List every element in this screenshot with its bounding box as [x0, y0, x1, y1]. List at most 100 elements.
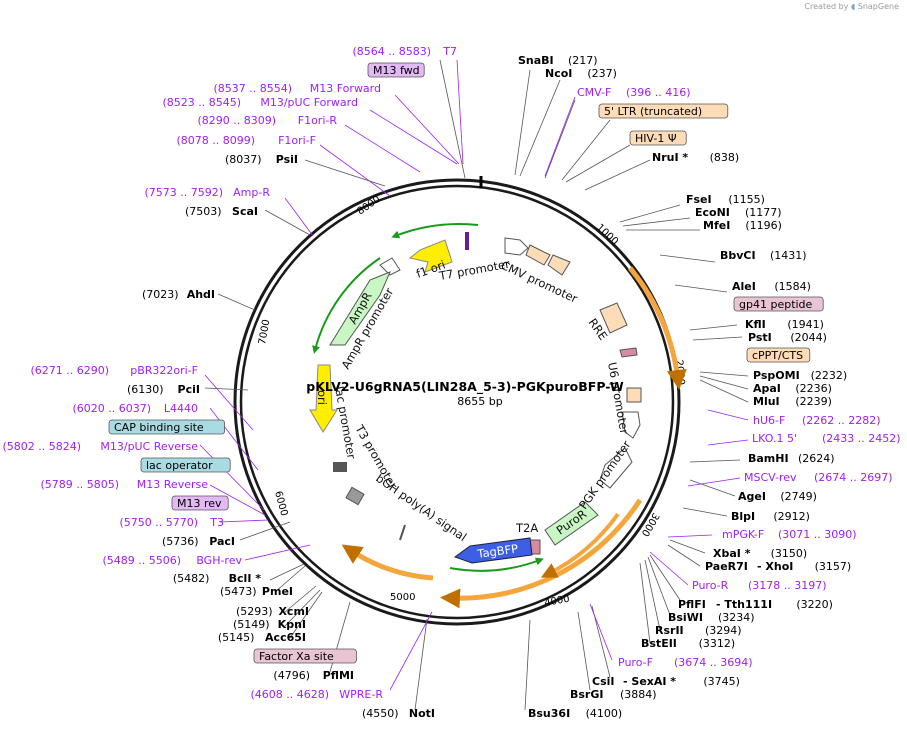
enzyme-site: BamHI(2624) [748, 452, 835, 465]
enzyme-name: KflI [745, 318, 766, 331]
primer-range: (8564 .. 8583) [352, 45, 431, 58]
primer-leaders [199, 59, 749, 691]
enzyme-site: BsiWI(3234) [668, 611, 755, 624]
enzyme-position: (2239) [795, 395, 832, 408]
feature-arcs [309, 223, 687, 609]
primer-range: (8523 .. 8545) [162, 96, 241, 109]
enzyme-name: XbaI * [713, 547, 751, 560]
enzyme-site: MfeI(1196) [703, 219, 782, 232]
primer-site: T7(8564 .. 8583) [352, 45, 457, 58]
lac-operator-shape [333, 462, 347, 472]
label-t2a: T2A [515, 521, 538, 535]
primer-range: (5750 .. 5770) [119, 516, 198, 529]
feature-box-text: 5' LTR (truncated) [604, 105, 702, 118]
enzyme-name: AhdI [187, 288, 215, 301]
backbone-outer [233, 178, 681, 626]
enzyme-site: AhdI(7023) [142, 288, 215, 301]
primer-site: F1ori-F(8078 .. 8099) [176, 134, 316, 147]
primer-site: Amp-R (7573 .. 7592) [144, 186, 270, 199]
enzyme-name: NotI [409, 707, 435, 720]
inner-labels: T7 promoter f1 ori CMV promoter AmpR Amp… [315, 257, 634, 561]
hiv-arc [628, 266, 687, 390]
enzyme-position: (3312) [699, 637, 736, 650]
primer-site: M13/pUC Reverse(5802 .. 5824) [2, 440, 198, 453]
enzyme-position: (8037) [225, 153, 262, 166]
polyA-tick [399, 524, 406, 541]
primer-name: L4440 [164, 402, 198, 415]
enzyme-position: (3884) [620, 688, 657, 701]
enzyme-site: KpnI(5149) [233, 618, 306, 631]
tick-label-1000: 1000 [594, 222, 620, 247]
enzyme-site: AgeI(2749) [738, 490, 817, 503]
primer-name: hU6-F [753, 414, 785, 427]
enzyme-site: ApaI(2236) [753, 382, 832, 395]
feature-box [598, 103, 729, 119]
tagbfp-shape [453, 537, 533, 564]
primer-site: MSCV-rev(2674 .. 2697) [744, 471, 893, 484]
primer-name: MSCV-rev [744, 471, 797, 484]
feature-box-label: lac operator [140, 457, 231, 473]
enzyme-site: PflFI [678, 598, 706, 611]
enzyme-name: KpnI [278, 618, 306, 631]
enzyme-site: RsrII(3294) [655, 624, 742, 637]
enzyme-position: (5293) [236, 605, 273, 618]
primer-range: (2262 .. 2282) [802, 414, 881, 427]
enzyme-position: (4100) [586, 707, 623, 720]
enzyme-name: CsiI [592, 675, 614, 688]
snapgene-logo-icon: ◖ [850, 2, 856, 11]
enzyme-site: ScaI(7503) [185, 205, 258, 218]
enzyme-site: PflMI(4796) [273, 669, 354, 682]
enzyme-site: - SexAI *(3745) [623, 675, 740, 688]
enzyme-site: EcoNI(1177) [695, 206, 782, 219]
primer-site: M13 Reverse(5789 .. 5805) [40, 478, 208, 491]
enzyme-site: PstI(2044) [748, 331, 827, 344]
feature-box-label: 5' LTR (truncated) [598, 103, 729, 119]
tick-label-7000: 7000 [257, 319, 272, 346]
enzyme-site: KflI(1941) [745, 318, 824, 331]
t7-shape [465, 232, 469, 250]
enzyme-site: NotI(4550) [362, 707, 435, 720]
primer-range: (7573 .. 7592) [144, 186, 223, 199]
snapgene-credit: Created by ◖ SnapGene [804, 2, 899, 11]
psi-shape [547, 254, 571, 276]
enzyme-name: NcoI [545, 67, 572, 80]
primer-name: BGH-rev [196, 554, 242, 567]
primer-site: T3 (5750 .. 5770) [119, 516, 224, 529]
leader-lines [204, 59, 749, 711]
green-arc-amp [312, 257, 381, 354]
enzyme-position: (1155) [728, 193, 765, 206]
enzyme-position: (3150) [771, 547, 808, 560]
primer-range: (3674 .. 3694) [674, 656, 753, 669]
feature-box-text: M13 fwd [373, 64, 420, 77]
primer-site: F1ori-R(8290 .. 8309) [197, 114, 337, 127]
feature-box-text: lac operator [146, 459, 213, 472]
enzyme-name: EcoNI [695, 206, 730, 219]
enzyme-name: MfeI [703, 219, 730, 232]
enzyme-site: MluI(2239) [753, 395, 832, 408]
feature-box-text: CAP binding site [114, 421, 204, 434]
feature-box [746, 347, 811, 363]
enzyme-site: PacI(5736) [162, 535, 235, 548]
primer-name: WPRE-R [339, 688, 383, 701]
primer-range: (3071 .. 3090) [778, 528, 857, 541]
primer-site: CMV-F(396 .. 416) [577, 86, 691, 99]
enzyme-site: XbaI * (3150) [713, 547, 807, 560]
enzyme-position: (1431) [770, 249, 807, 262]
label-pgk-promoter: PGK promoter [576, 438, 634, 512]
primer-name: F1ori-F [278, 134, 316, 147]
enzyme-name: SnaBI [518, 54, 554, 67]
enzyme-name: - XhoI [757, 560, 793, 573]
enzyme-name: ApaI [753, 382, 781, 395]
enzyme-name: PsiI [276, 153, 298, 166]
feature-box-text: gp41 peptide [739, 298, 813, 311]
primer-site: Puro-R(3178 .. 3197) [692, 579, 827, 592]
primer-name: T3 [209, 516, 224, 529]
enzyme-name: BsrGI [570, 688, 603, 701]
primer-range: (5789 .. 5805) [40, 478, 119, 491]
enzyme-name: NruI * [652, 151, 688, 164]
enzyme-site: PciI(6130) [127, 383, 200, 396]
primer-name: Amp-R [233, 186, 270, 199]
plasmid-size: 8655 bp [457, 395, 502, 408]
primer-site: M13 Forward(8537 .. 8554) [213, 82, 381, 95]
primer-site: BGH-rev(5489 .. 5506) [102, 554, 242, 567]
